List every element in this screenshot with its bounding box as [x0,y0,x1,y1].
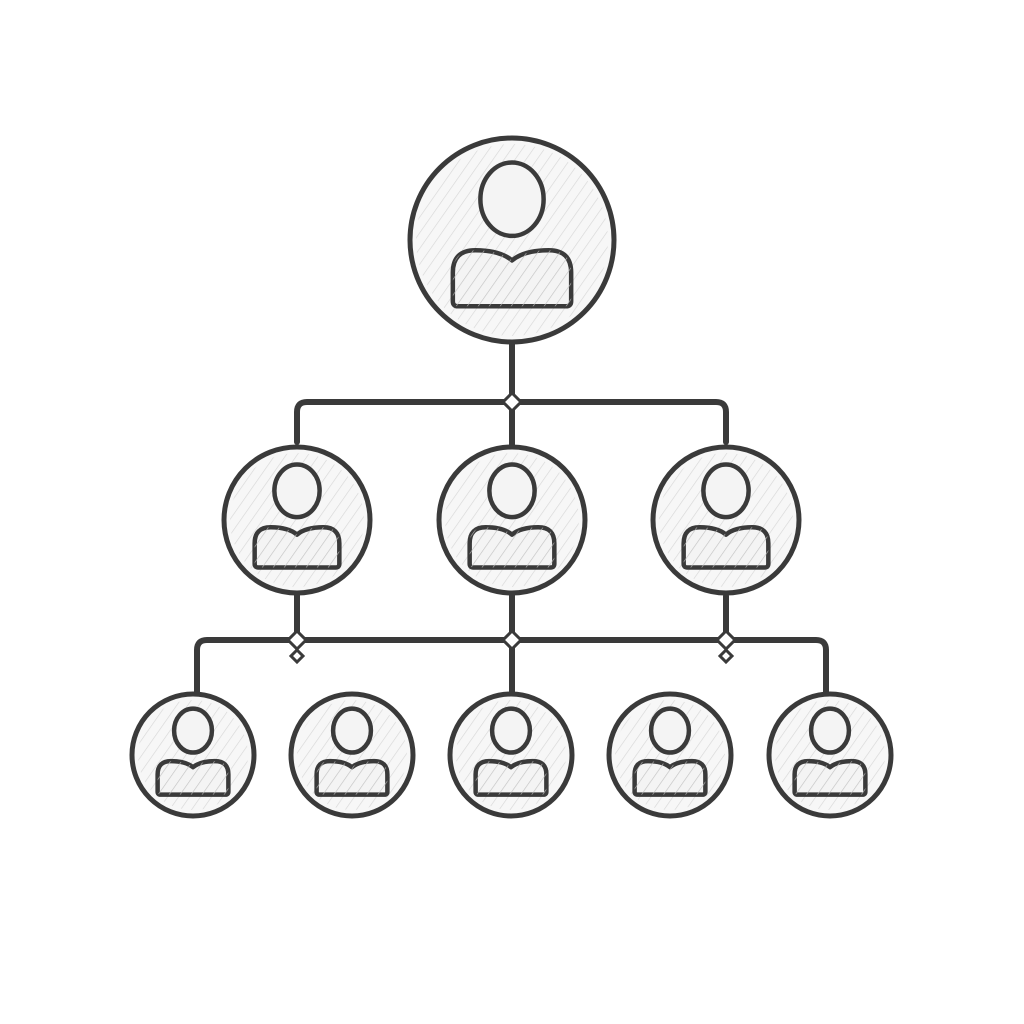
person-head [701,462,751,520]
person-head [808,706,852,755]
junction-diamond [714,628,738,652]
person-head [330,706,374,755]
person-node [606,691,734,819]
junction-diamond [500,628,524,652]
connectors-level-2 [194,585,829,697]
person-body-hatching [683,527,769,568]
person-body-hatching [254,527,340,568]
person-icon [632,706,708,797]
person-head [272,462,322,520]
person-head [489,706,533,755]
person-icon [467,462,557,570]
person-icon [792,706,868,797]
person-nodes [129,135,894,819]
person-node [129,691,257,819]
person-node [447,691,575,819]
person-body-hatching [469,527,555,568]
person-node [221,444,373,596]
person-icon [450,160,574,309]
person-node [407,135,617,345]
person-node [288,691,416,819]
person-body-hatching [794,761,866,795]
person-body-hatching [475,761,547,795]
person-icon [681,462,771,570]
person-head [171,706,215,755]
person-icon [473,706,549,797]
person-node [650,444,802,596]
person-body-hatching [452,250,572,307]
person-body-hatching [316,761,388,795]
person-icon [155,706,231,797]
junction-diamond [288,647,306,665]
junction-diamond [500,390,524,414]
person-head [648,706,692,755]
junction-diamond [717,647,735,665]
person-icon [314,706,390,797]
junction-diamond [285,628,309,652]
person-node [436,444,588,596]
person-head [487,462,537,520]
person-icon [252,462,342,570]
person-body-hatching [634,761,706,795]
person-body-hatching [157,761,229,795]
connectors-level-1 [294,339,729,451]
person-node [766,691,894,819]
person-head [478,160,546,239]
